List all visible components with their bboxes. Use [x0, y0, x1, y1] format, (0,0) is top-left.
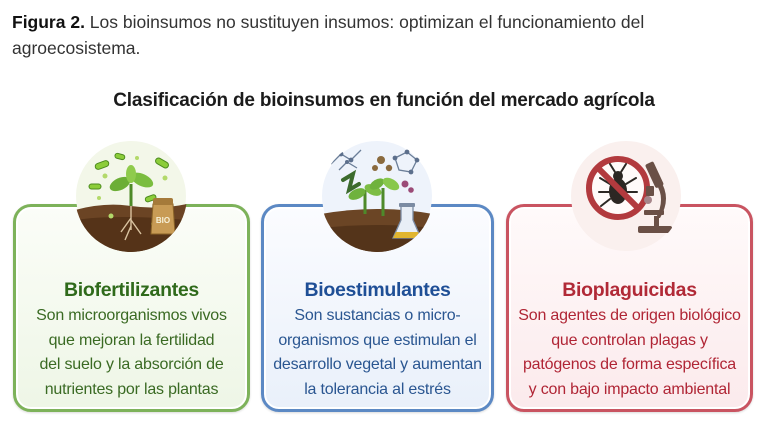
- description-line: patógenos de forma específica: [522, 356, 736, 373]
- description-line: que controlan plagas y: [551, 331, 708, 349]
- description-line: y con bajo impacto ambiental: [528, 380, 731, 398]
- description-line: que mejoran la fertilidad: [48, 331, 215, 349]
- bio-badge: BIO: [156, 216, 170, 225]
- no-pest-microscope-icon: [570, 140, 682, 252]
- card-description: Son sustancias o micro- organismos que e…: [270, 304, 485, 402]
- card-description: Son agentes de origen biológico que cont…: [515, 304, 744, 402]
- description-line: la tolerancia al estrés: [304, 380, 451, 398]
- description-line: organismos que estimulan el: [278, 331, 477, 349]
- caption-text: Los bioinsumos no sustituyen insumos: op…: [12, 12, 645, 58]
- description-line: Son agentes de origen biológico: [518, 307, 741, 324]
- description-line: del suelo y la absorción de: [39, 356, 224, 373]
- seedling-molecules-flask-icon: [321, 140, 433, 252]
- caption-label: Figura 2.: [12, 12, 85, 32]
- figure-caption: Figura 2. Los bioinsumos no sustituyen i…: [12, 9, 752, 61]
- description-line: Son microorganismos vivos: [36, 307, 227, 324]
- soil-microbes-plant-icon: BIO: [75, 140, 187, 252]
- description-line: nutrientes por las plantas: [44, 380, 219, 398]
- diagram-title: Clasificación de bioinsumos en función d…: [113, 90, 655, 111]
- card-title: Bioplaguicidas: [562, 279, 697, 301]
- description-line: desarrollo vegetal y aumentan: [273, 356, 482, 373]
- card-title: Biofertilizantes: [64, 279, 199, 301]
- card-description: Son microorganismos vivos que mejoran la…: [22, 304, 241, 402]
- description-line: Son sustancias o micro-: [294, 307, 461, 324]
- card-title: Bioestimulantes: [304, 279, 451, 301]
